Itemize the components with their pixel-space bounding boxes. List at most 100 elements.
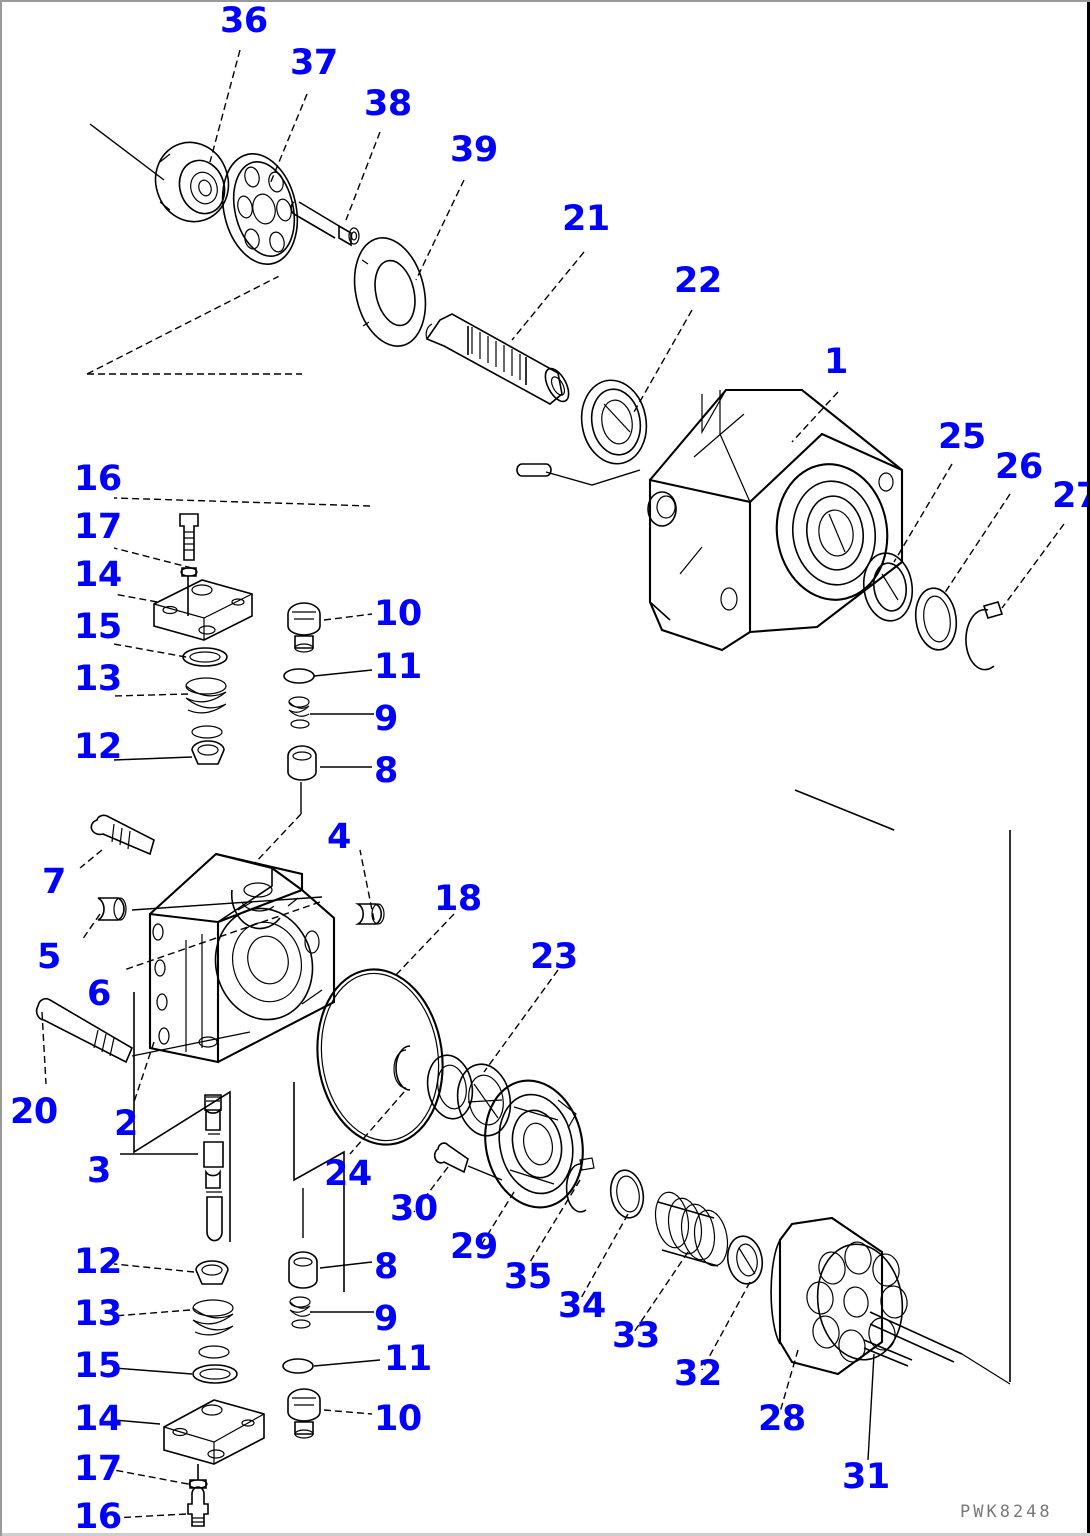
part-17-washer-upper: [180, 567, 198, 577]
part-34-washer: [609, 1169, 645, 1219]
part-13-lower-spring: [192, 1299, 234, 1359]
callout-number-valve-body[interactable]: 2: [114, 1104, 138, 1144]
section-break-lines: [86, 275, 1011, 1382]
part-31-piston: [863, 1311, 1011, 1385]
callout-number-spool-valve[interactable]: 3: [87, 1151, 111, 1191]
part-6-oring-side: [131, 896, 323, 911]
callout-number-plug-lower[interactable]: 10: [374, 1399, 422, 1439]
callout-number-oring-plug-upper[interactable]: 11: [374, 647, 422, 687]
part-37-valve-plate: [221, 153, 299, 265]
callout-number-spring-lower[interactable]: 13: [74, 1294, 122, 1334]
callout-number-snap-ring[interactable]: 27: [1052, 476, 1090, 516]
callout-number-spring-upper[interactable]: 13: [74, 659, 122, 699]
part-17-lower-washer: [188, 1479, 208, 1489]
part-9-lower-spring: [289, 1296, 311, 1329]
callout-number-oring-plug-side[interactable]: 6: [87, 974, 111, 1014]
part-23-bearing-rear: [426, 1054, 512, 1137]
callout-number-poppet-upper[interactable]: 8: [374, 751, 398, 791]
part-16-lower-bolt: [187, 1486, 209, 1527]
part-29-swash-plate: [484, 1079, 584, 1209]
leader-lines: [41, 49, 1065, 1519]
callout-number-spring-small-upper[interactable]: 9: [374, 699, 398, 739]
part-24-dowel-pin: [393, 1045, 411, 1091]
part-10-plug-upper: [287, 602, 321, 653]
callout-number-pin-small[interactable]: 30: [390, 1189, 438, 1229]
callout-number-washer-thrust[interactable]: 39: [450, 130, 498, 170]
callout-number-spring-main[interactable]: 33: [612, 1316, 660, 1356]
callout-number-bolt-side-upper[interactable]: 7: [42, 862, 66, 902]
callout-number-plate-retainer[interactable]: 36: [220, 1, 268, 41]
callout-number-oring-plug-lower[interactable]: 11: [384, 1339, 432, 1379]
callout-number-washer-34[interactable]: 34: [558, 1286, 606, 1326]
callout-number-valve-plate[interactable]: 37: [290, 43, 338, 83]
callout-number-bolt-cover-upper[interactable]: 16: [74, 459, 122, 499]
part-27-snap-ring: [965, 601, 1004, 671]
callout-number-washer-backup[interactable]: 26: [995, 447, 1043, 487]
part-25-oil-seal: [862, 552, 914, 622]
callout-number-piston-assembly[interactable]: 31: [842, 1457, 890, 1497]
part-36-retainer-plate: [89, 123, 230, 223]
callout-number-cover-plate-lower[interactable]: 14: [74, 1399, 122, 1439]
callout-number-retaining-ring[interactable]: 35: [504, 1257, 552, 1297]
callout-number-oring-large[interactable]: 18: [434, 879, 482, 919]
callout-number-oring-cover-upper[interactable]: 15: [74, 607, 122, 647]
part-12-lower-seat: [195, 1260, 229, 1285]
callout-number-spring-small-lower[interactable]: 9: [374, 1299, 398, 1339]
part-28-cylinder-block: [770, 1216, 908, 1376]
part-13-spring-upper: [185, 677, 227, 739]
callout-number-bolt-cover-lower[interactable]: 16: [74, 1497, 122, 1536]
callout-number-oring-cover-lower[interactable]: 15: [74, 1346, 122, 1386]
part-1-pump-housing: [647, 388, 904, 652]
part-15-oring-upper: [182, 647, 228, 667]
callout-number-pin-dowel[interactable]: 24: [324, 1154, 372, 1194]
callout-number-seat-spring-upper[interactable]: 12: [74, 727, 122, 767]
part-32-washer: [726, 1235, 764, 1285]
part-7-bolt-side: [90, 814, 155, 856]
part-10-lower-plug: [287, 1388, 321, 1439]
part-16-bolt-upper: [179, 513, 199, 561]
part-4-plug-right: [354, 903, 385, 925]
frame-border-bottom: [2, 1533, 1090, 1536]
callout-number-bolt-long[interactable]: 20: [10, 1092, 58, 1132]
callout-number-cover-plate-upper[interactable]: 14: [74, 555, 122, 595]
callout-number-pin-shaft[interactable]: 38: [364, 84, 412, 124]
part-22-bearing: [580, 379, 648, 465]
callout-number-drive-shaft[interactable]: 21: [562, 199, 610, 239]
part-15-lower-oring: [192, 1364, 238, 1384]
part-12-spring-seat-upper: [191, 740, 225, 765]
part-30-pin: [433, 1142, 503, 1181]
part-20-long-bolt: [35, 997, 251, 1064]
callout-number-washer-bolt-upper[interactable]: 17: [74, 507, 122, 547]
part-11-oring-upper-right: [283, 668, 315, 684]
part-33-main-spring: [654, 1191, 729, 1267]
frame-border-right: [1087, 2, 1090, 1536]
callout-number-bearing-rear[interactable]: 23: [530, 937, 578, 977]
part-11-lower-oring: [282, 1358, 314, 1374]
callout-number-cylinder-block[interactable]: 28: [758, 1399, 806, 1439]
callout-number-washer-bolt-lower[interactable]: 17: [74, 1449, 122, 1489]
callout-number-seal-oil[interactable]: 25: [938, 417, 986, 457]
callout-number-pump-housing[interactable]: 1: [824, 342, 848, 382]
part-3-spool-valve: [203, 1094, 224, 1242]
callout-number-plug-side[interactable]: 5: [37, 937, 61, 977]
part-38-pin: [290, 201, 360, 247]
part-9-spring-upper-right: [288, 696, 310, 729]
part-26-backup-washer: [914, 587, 958, 651]
callout-number-plug-upper[interactable]: 10: [374, 594, 422, 634]
callout-number-bearing-front[interactable]: 22: [674, 261, 722, 301]
part-2-valve-body: [148, 852, 336, 1064]
part-5-plug-side: [97, 897, 127, 921]
part-19-pin: [516, 463, 641, 486]
callout-number-swash-plate[interactable]: 29: [450, 1227, 498, 1267]
watermark-text: PWK8248: [960, 1502, 1053, 1522]
callout-number-seat-spring-lower[interactable]: 12: [74, 1242, 122, 1282]
callout-number-washer-32[interactable]: 32: [674, 1354, 722, 1394]
callout-number-plug-right-side[interactable]: 4: [327, 817, 351, 857]
part-21-drive-shaft: [425, 313, 570, 405]
part-14-lower-cover: [163, 1399, 265, 1480]
part-8-lower-poppet: [288, 1188, 318, 1289]
callout-number-poppet-lower[interactable]: 8: [374, 1247, 398, 1287]
part-8-poppet-upper: [253, 745, 317, 865]
